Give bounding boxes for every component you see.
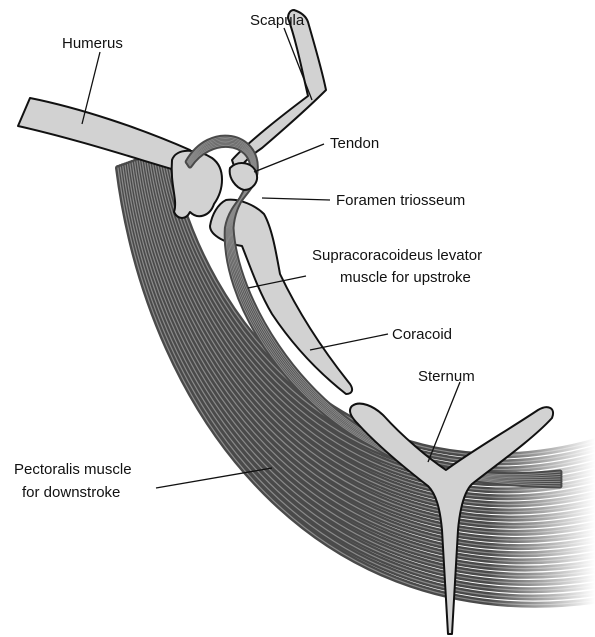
leader-tendon	[254, 144, 324, 172]
label-supracoracoideus-line2: muscle for upstroke	[340, 269, 471, 286]
label-pectoralis-line1: Pectoralis muscle	[14, 461, 132, 478]
label-tendon: Tendon	[330, 135, 379, 152]
humerus-bone	[18, 98, 190, 172]
label-scapula: Scapula	[250, 12, 305, 29]
label-supracoracoideus-line1: Supracoracoideus levator	[312, 247, 482, 264]
pectoralis-muscle	[118, 150, 595, 605]
label-humerus: Humerus	[62, 35, 123, 52]
label-sternum: Sternum	[418, 368, 475, 385]
coracoid-upper-joint	[230, 163, 257, 190]
label-coracoid: Coracoid	[392, 326, 452, 343]
leader-foramen	[262, 198, 330, 200]
label-foramen-triosseum: Foramen triosseum	[336, 192, 465, 209]
leader-coracoid	[310, 334, 388, 350]
label-pectoralis-line2: for downstroke	[22, 484, 120, 501]
